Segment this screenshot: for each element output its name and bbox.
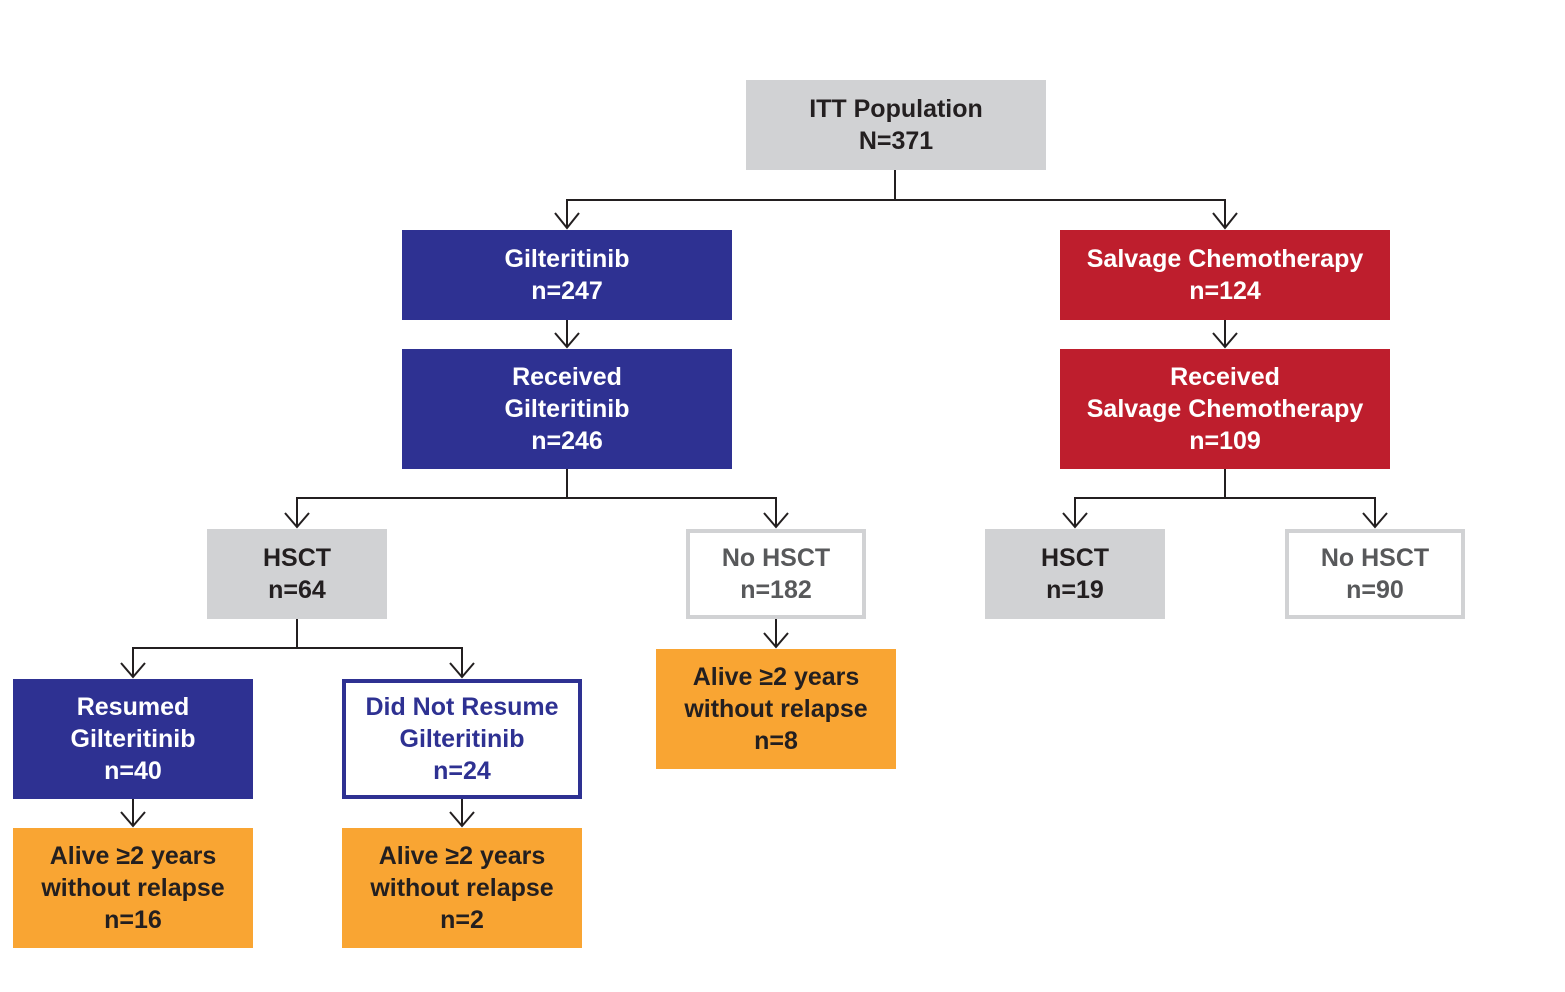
no-hsct-salvage-box: No HSCT n=90: [1285, 529, 1465, 619]
node-line: Did Not Resume: [365, 693, 559, 721]
connector-itt-split: [566, 170, 896, 228]
node-line: HSCT: [262, 544, 332, 572]
node-line: No HSCT: [721, 544, 831, 572]
gilteritinib-arm-box: Gilteritinib n=247: [402, 230, 732, 320]
node-line: n=2: [440, 906, 484, 934]
node-line: n=182: [740, 576, 812, 604]
alive-not-resumed-box: Alive ≥2 years without relapse n=2: [342, 828, 582, 948]
node-line: n=24: [433, 757, 491, 785]
node-line: n=40: [104, 757, 162, 785]
node-line: Gilteritinib: [504, 245, 630, 273]
arrowhead-not-resumed: [449, 662, 475, 679]
node-text: Alive ≥2 years without relapse n=8: [684, 661, 867, 757]
arrowhead-hsct-gilt: [284, 512, 310, 529]
node-line: n=90: [1346, 576, 1404, 604]
arrowhead-hsct-salvage: [1062, 512, 1088, 529]
connector-hsct-split: [132, 619, 298, 677]
node-text: Salvage Chemotherapy n=124: [1087, 243, 1364, 307]
node-line: without relapse: [684, 695, 868, 723]
node-line: Gilteritinib: [70, 725, 196, 753]
node-line: Salvage Chemotherapy: [1086, 395, 1364, 423]
hsct-gilteritinib-box: HSCT n=64: [207, 529, 387, 619]
node-line: Gilteritinib: [504, 395, 630, 423]
connector-recv-gilt-split-right: [567, 497, 777, 527]
node-text: HSCT n=19: [1041, 542, 1109, 606]
connector-itt-split-right: [895, 199, 1226, 228]
node-line: Alive ≥2 years: [692, 663, 860, 691]
node-text: HSCT n=64: [263, 542, 331, 606]
arrowhead-alive-resumed: [120, 811, 146, 828]
node-line: Received: [512, 363, 622, 391]
hsct-salvage-box: HSCT n=19: [985, 529, 1165, 619]
arrowhead-alive-nohsct: [763, 632, 789, 649]
arrowhead-recv-gilt: [554, 332, 580, 349]
node-text: No HSCT n=182: [722, 542, 830, 606]
arrowhead-salvage: [1212, 212, 1238, 230]
node-line: Salvage Chemotherapy: [1086, 245, 1364, 273]
node-line: Resumed: [76, 693, 190, 721]
node-text: Alive ≥2 years without relapse n=2: [370, 840, 553, 936]
node-line: without relapse: [370, 874, 554, 902]
node-line: n=109: [1189, 427, 1261, 455]
connector-recv-gilt-split: [296, 469, 568, 527]
node-line: Alive ≥2 years: [49, 842, 217, 870]
node-line: ITT Population: [809, 95, 983, 123]
alive-resumed-box: Alive ≥2 years without relapse n=16: [13, 828, 253, 948]
salvage-chemotherapy-arm-box: Salvage Chemotherapy n=124: [1060, 230, 1390, 320]
connector-recv-salvage-split-right: [1225, 497, 1376, 527]
node-line: n=246: [531, 427, 603, 455]
no-hsct-gilteritinib-box: No HSCT n=182: [686, 529, 866, 619]
arrowhead-nohsct-salvage: [1362, 512, 1388, 529]
node-line: HSCT: [1040, 544, 1110, 572]
arrowhead-recv-salvage: [1212, 332, 1238, 349]
node-line: n=19: [1046, 576, 1104, 604]
arrowhead-alive-not-resumed: [449, 811, 475, 828]
node-text: Gilteritinib n=247: [505, 243, 630, 307]
node-line: n=16: [104, 906, 162, 934]
node-line: n=64: [268, 576, 326, 604]
node-text: Alive ≥2 years without relapse n=16: [41, 840, 224, 936]
node-line: n=8: [754, 727, 798, 755]
node-line: without relapse: [41, 874, 225, 902]
node-line: No HSCT: [1320, 544, 1430, 572]
node-line: n=247: [531, 277, 603, 305]
arrowhead-gilt: [554, 212, 580, 230]
connector-recv-salvage-split: [1074, 469, 1226, 527]
connector-hsct-split-right: [297, 647, 463, 677]
node-line: Alive ≥2 years: [378, 842, 546, 870]
node-line: N=371: [858, 127, 934, 155]
node-line: n=124: [1189, 277, 1261, 305]
arrowhead-nohsct-gilt: [763, 512, 789, 529]
arrowhead-resumed: [120, 662, 146, 679]
node-line: Received: [1170, 363, 1280, 391]
alive-no-hsct-box: Alive ≥2 years without relapse n=8: [656, 649, 896, 769]
node-line: Gilteritinib: [399, 725, 525, 753]
node-text: No HSCT n=90: [1321, 542, 1429, 606]
